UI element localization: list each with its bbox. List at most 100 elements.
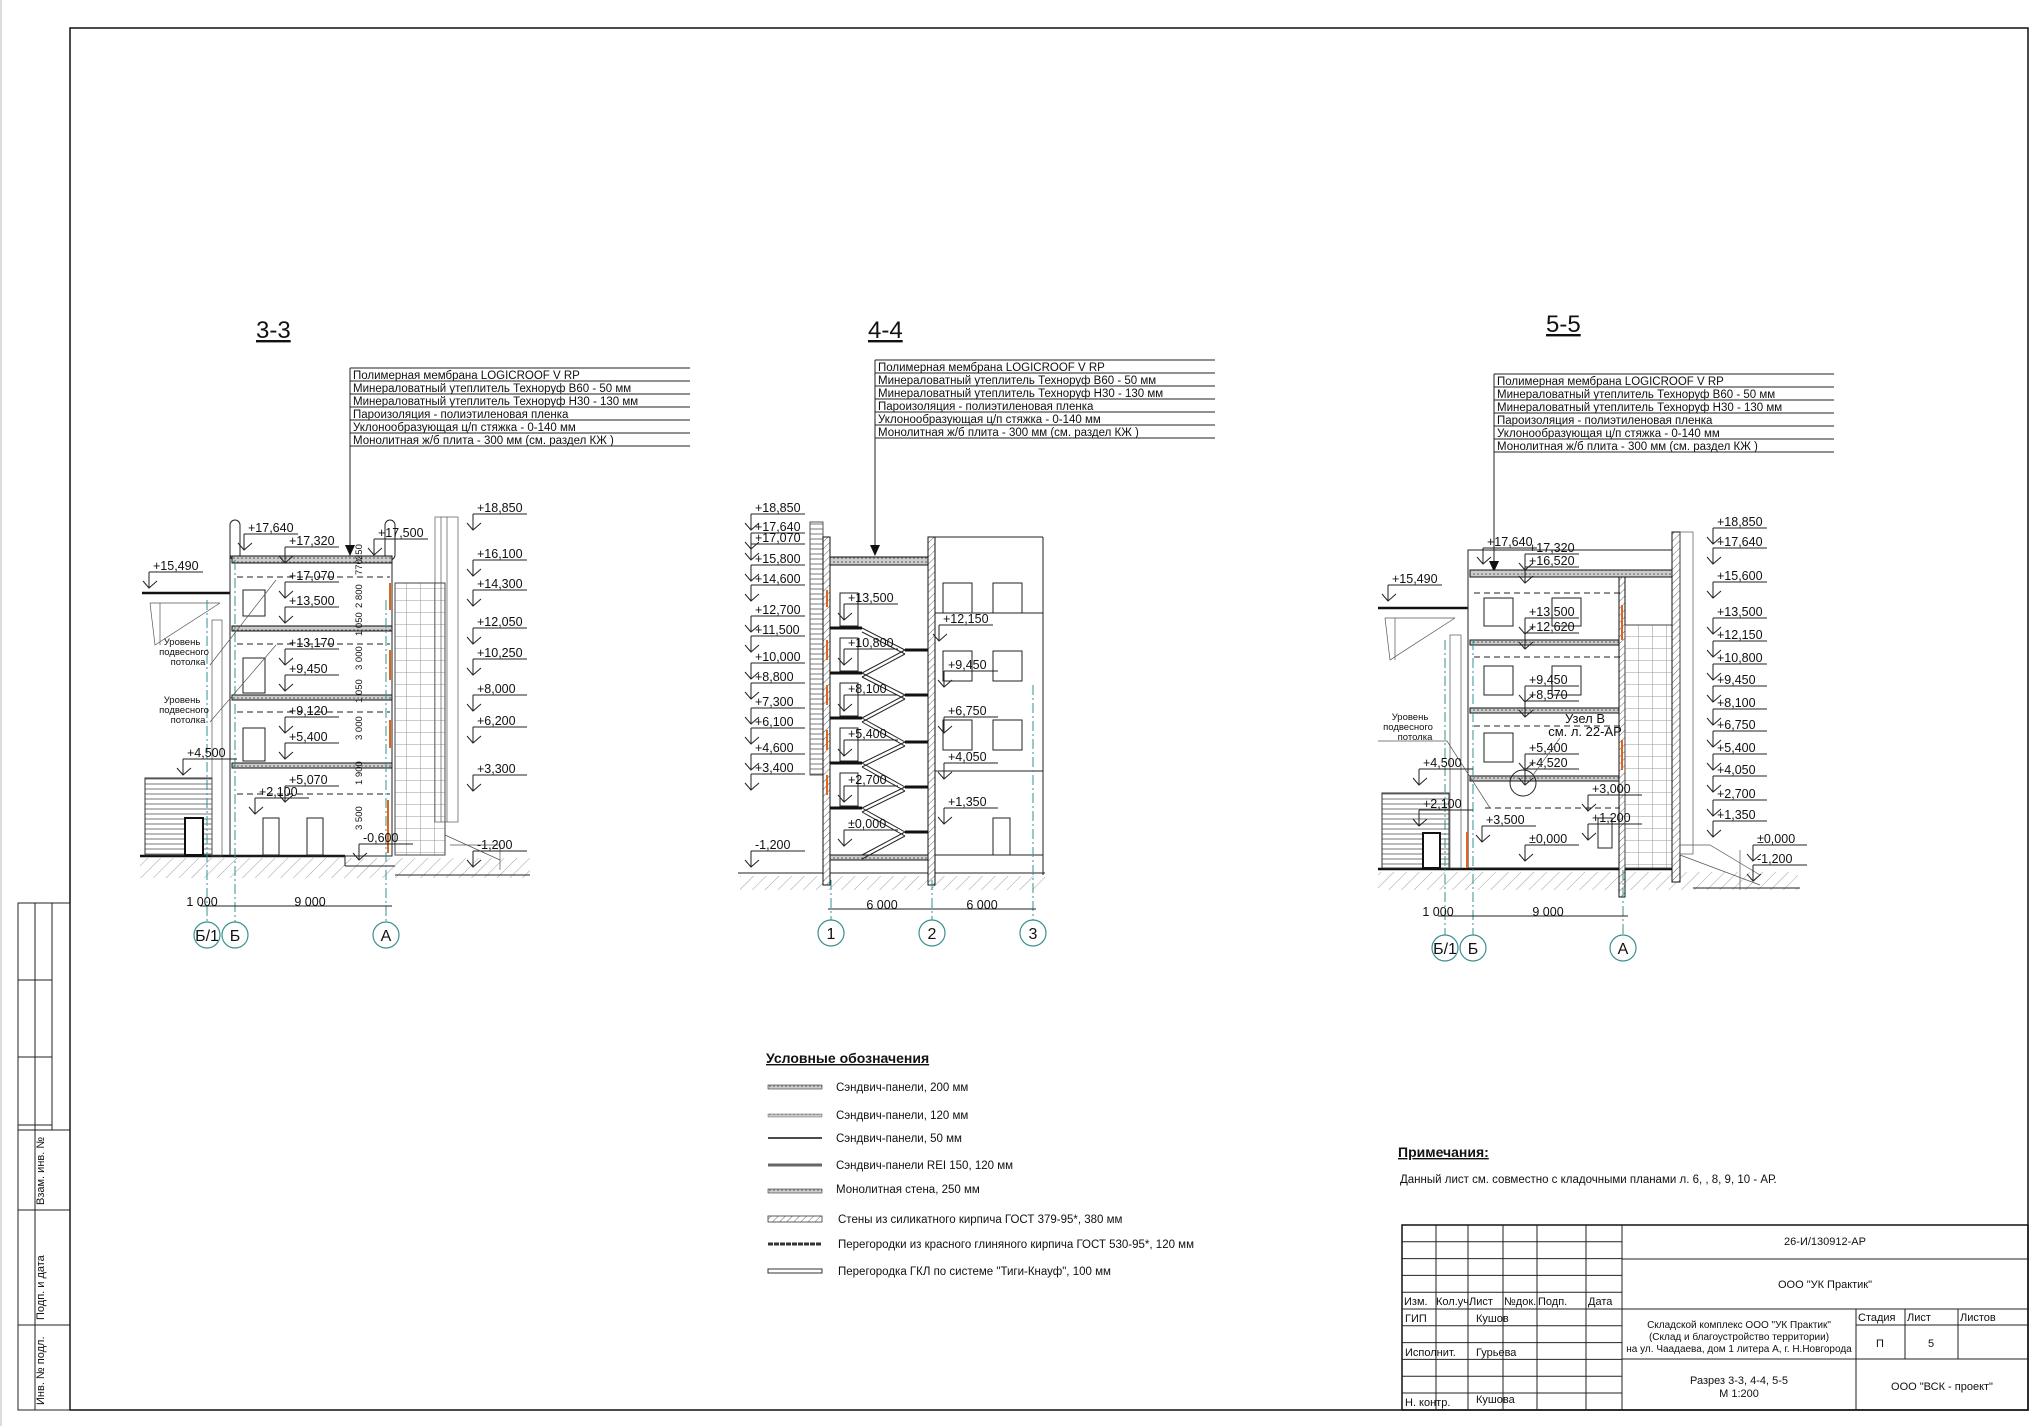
project-line: (Склад и благоустройство территории) (1649, 1331, 1829, 1343)
roof-layer-label: Монолитная ж/б плита - 300 мм (см. разде… (1497, 441, 1758, 453)
elevation-arrow-icon (1706, 672, 1722, 681)
axis-bubble: Б/1 (193, 921, 221, 949)
elevation-arrow-icon (1706, 829, 1722, 838)
axis-label: 3 (1029, 926, 1038, 943)
tb-header: Кол.уч. (1436, 1296, 1472, 1308)
elevation-mark: +3,400 (755, 761, 794, 775)
elevation-arrow-icon (1518, 709, 1534, 718)
legend-swatch-sandwich-200 (767, 1084, 823, 1090)
elevation-mark: ±0,000 (1757, 832, 1795, 846)
elevation-arrow-icon (278, 555, 294, 564)
legend-item: Сэндвич-панели, 50 мм (836, 1133, 962, 1145)
roof-layers-table-4-4: Полимерная мембрана LOGICROOF V RPМинера… (875, 359, 1215, 439)
elevation-arrow-icon (278, 657, 294, 666)
legend: Условные обозначения Сэндвич-панели, 200… (766, 1050, 1194, 1278)
notes-title: Примечания: (1398, 1144, 1489, 1160)
elevation-mark: +10,250 (477, 646, 523, 660)
elevation-mark: +12,150 (943, 612, 989, 626)
legend-item: Сэндвич-панели, 200 мм (836, 1082, 968, 1094)
dimension-label: 6 000 (866, 898, 897, 912)
title-block: 26-И/130912-АР ООО "УК Практик" Изм. Кол… (1401, 1224, 2029, 1411)
project-line: на ул. Чаадаева, дом 1 литера А, г. Н.Но… (1626, 1344, 1852, 1355)
vertical-dimension: 3 000 (354, 646, 365, 670)
elevation-mark: +12,050 (477, 615, 523, 629)
elevation-mark: +8,100 (1717, 696, 1756, 710)
axis-bubble: А (1609, 934, 1637, 962)
elevation-mark: +4,050 (1717, 763, 1756, 777)
elevation-arrow-icon (744, 644, 760, 653)
axis-bubble: 3 (1019, 919, 1047, 947)
elevation-mark: +17,500 (378, 526, 424, 540)
node-marker (1509, 769, 1537, 797)
elevation-arrow-icon (1518, 777, 1534, 786)
elevation-arrow-icon (466, 859, 482, 868)
sheet-header: Лист (1907, 1312, 1931, 1324)
elevation-arrow-icon (1412, 818, 1428, 827)
elevation-mark: +18,850 (477, 501, 523, 515)
vertical-dimension: 250 (354, 544, 365, 560)
elevation-arrow-icon (744, 552, 760, 561)
elevation-mark: +8,000 (477, 682, 516, 696)
roof-layer-label: Минераловатный утеплитель Техноруф В60 -… (878, 375, 1156, 387)
elevation-arrow-icon (937, 771, 953, 780)
elevation-arrow-icon (1381, 593, 1397, 602)
elevation-arrow-icon (1706, 626, 1722, 635)
sheets-header: Листов (1960, 1312, 1996, 1324)
roof-layers-table-3-3: Полимерная мембрана LOGICROOF V RPМинера… (350, 367, 690, 447)
dimension-label: 6 000 (966, 898, 997, 912)
elevation-arrow-icon (176, 767, 192, 776)
elevation-arrow-icon (1706, 649, 1722, 658)
elevation-mark: +6,750 (948, 704, 987, 718)
roof-layer-label: Уклонообразующая ц/п стяжка - 0-140 мм (353, 422, 576, 434)
elevation-arrow-icon (278, 590, 294, 599)
side-stamp-label: Инв. № подл. (35, 1336, 47, 1405)
elevation-arrow-icon (1746, 873, 1762, 882)
elevation-mark: +8,800 (755, 670, 794, 684)
roof-layer-label: Минераловатный утеплитель Техноруф В60 -… (1497, 389, 1775, 401)
elevation-arrow-icon (837, 748, 853, 757)
elevation-arrow-icon (1518, 575, 1534, 584)
elevation-mark: +8,570 (1529, 688, 1568, 702)
tb-header: Подп. (1538, 1296, 1567, 1308)
drawing-title: Разрез 3-3, 4-4, 5-5 (1690, 1375, 1788, 1387)
roof-layer-label: Минераловатный утеплитель Техноруф Н30 -… (878, 388, 1163, 400)
legend-swatch-sandwich-120 (767, 1113, 823, 1118)
elevation-mark: +13,500 (1529, 605, 1575, 619)
elevation-mark: +15,800 (755, 552, 801, 566)
axis-label: А (381, 928, 392, 945)
elevation-arrow-icon (1706, 556, 1722, 565)
elevation-mark: +7,300 (755, 695, 794, 709)
roof-layer-label: Пароизоляция - полиэтиленовая пленка (1497, 415, 1713, 427)
roof-layer-label: Пароизоляция - полиэтиленовая пленка (878, 401, 1094, 413)
elevation-arrow-icon (1706, 784, 1722, 793)
elevation-mark: +4,600 (755, 741, 794, 755)
elevation-mark: ±0,000 (848, 817, 886, 831)
axis-label: 2 (928, 926, 937, 943)
elevation-mark: +5,070 (289, 773, 328, 787)
elevation-arrow-icon (937, 816, 953, 825)
elevation-arrow-icon (937, 725, 953, 734)
elevation-arrow-icon (744, 762, 760, 771)
elevation-arrow-icon (1475, 834, 1491, 843)
elevation-arrow-icon (937, 679, 953, 688)
elevation-arrow-icon (466, 667, 482, 676)
elevation-mark: +9,450 (1717, 673, 1756, 687)
elevation-mark: ±0,000 (1529, 832, 1567, 846)
elevation-mark: +3,000 (1592, 782, 1631, 796)
tb-name: Кушов (1476, 1313, 1509, 1325)
elevation-mark: +4,520 (1529, 756, 1568, 770)
axis-bubble: Б (1459, 934, 1487, 962)
elevation-mark: +10,800 (1717, 651, 1763, 665)
elevation-arrow-icon (1581, 832, 1597, 841)
vertical-dimension: 770 (354, 559, 365, 575)
vertical-dimension: 1 900 (354, 761, 365, 785)
elevation-arrow-icon (744, 573, 760, 582)
elevation-arrow-icon (744, 671, 760, 680)
elevation-mark: +6,200 (477, 714, 516, 728)
elevation-arrow-icon (142, 580, 158, 589)
elevation-arrow-icon (1706, 717, 1722, 726)
elevation-mark: +4,500 (1423, 756, 1462, 770)
elevation-arrow-icon (466, 568, 482, 577)
elevation-mark: +15,490 (153, 559, 199, 573)
elevation-mark: +5,400 (848, 727, 887, 741)
